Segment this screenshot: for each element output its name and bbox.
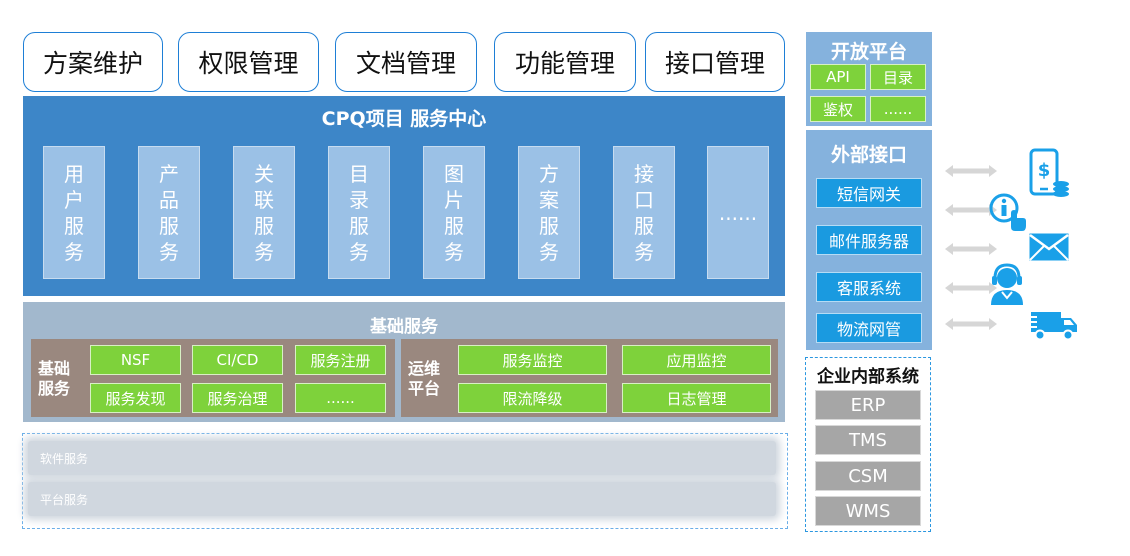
payment-phone-icon: $ — [1029, 148, 1069, 197]
tab-scheme-maintenance[interactable]: 方案维护 — [23, 32, 163, 92]
double-arrow-icon — [945, 204, 997, 216]
service-card-image[interactable]: 图片服务 — [423, 146, 485, 279]
api-item[interactable]: API — [810, 64, 866, 90]
info-touch-icon — [989, 193, 1026, 231]
tms-button[interactable]: TMS — [815, 425, 921, 455]
platform-services-bar: 平台服务 — [28, 482, 776, 516]
service-card-scheme[interactable]: 方案服务 — [518, 146, 580, 279]
svg-text:$: $ — [1038, 160, 1051, 181]
service-card-more[interactable]: ...... — [707, 146, 769, 279]
cicd-item[interactable]: CI/CD — [192, 345, 283, 375]
sms-gateway-button[interactable]: 短信网关 — [816, 178, 922, 208]
enterprise-internal-box — [805, 357, 931, 532]
open-more-item[interactable]: ...... — [870, 96, 926, 122]
service-monitor-item[interactable]: 服务监控 — [458, 345, 607, 375]
log-management-item[interactable]: 日志管理 — [622, 383, 771, 413]
open-platform-title: 开放平台 — [830, 41, 907, 63]
infrastructure-layers-box — [22, 433, 788, 529]
mail-server-button[interactable]: 邮件服务器 — [816, 225, 922, 255]
service-discovery-item[interactable]: 服务发现 — [90, 383, 181, 413]
csm-button[interactable]: CSM — [815, 461, 921, 491]
customer-service-system-button[interactable]: 客服系统 — [816, 272, 922, 302]
auth-item[interactable]: 鉴权 — [810, 96, 866, 122]
service-registry-item[interactable]: 服务注册 — [295, 345, 386, 375]
service-card-catalog[interactable]: 目录服务 — [328, 146, 390, 279]
double-arrow-icon — [945, 318, 997, 330]
ops-group-label: 运维平台 — [408, 359, 441, 398]
service-card-relation[interactable]: 关联服务 — [233, 146, 295, 279]
double-arrow-icon — [945, 243, 997, 255]
tab-document-management[interactable]: 文档管理 — [335, 32, 477, 92]
software-services-bar: 软件服务 — [28, 441, 776, 475]
service-card-product[interactable]: 产品服务 — [138, 146, 200, 279]
rate-limit-item[interactable]: 限流降级 — [458, 383, 607, 413]
app-monitor-item[interactable]: 应用监控 — [622, 345, 771, 375]
mail-icon — [1029, 233, 1069, 261]
service-governance-item[interactable]: 服务治理 — [192, 383, 283, 413]
service-card-user[interactable]: 用户服务 — [43, 146, 105, 279]
wms-button[interactable]: WMS — [815, 496, 921, 526]
nsf-item[interactable]: NSF — [90, 345, 181, 375]
catalog-item[interactable]: 目录 — [870, 64, 926, 90]
erp-button[interactable]: ERP — [815, 390, 921, 420]
logistics-gateway-button[interactable]: 物流网管 — [816, 313, 922, 343]
service-center-title: CPQ项目 服务中心 — [321, 108, 487, 130]
tab-interface-management[interactable]: 接口管理 — [645, 32, 785, 92]
delivery-truck-icon — [1027, 312, 1077, 341]
double-arrow-icon — [945, 165, 997, 177]
base-group-label: 基础服务 — [38, 359, 71, 398]
base-services-title: 基础服务 — [370, 317, 438, 337]
double-arrow-icon — [945, 282, 997, 294]
enterprise-internal-title: 企业内部系统 — [817, 367, 919, 387]
customer-service-icon — [991, 263, 1023, 305]
service-card-interface[interactable]: 接口服务 — [613, 146, 675, 279]
tab-function-management[interactable]: 功能管理 — [494, 32, 636, 92]
base-more-item[interactable]: ...... — [295, 383, 386, 413]
tab-permission-management[interactable]: 权限管理 — [178, 32, 319, 92]
external-interfaces-title: 外部接口 — [830, 144, 907, 166]
